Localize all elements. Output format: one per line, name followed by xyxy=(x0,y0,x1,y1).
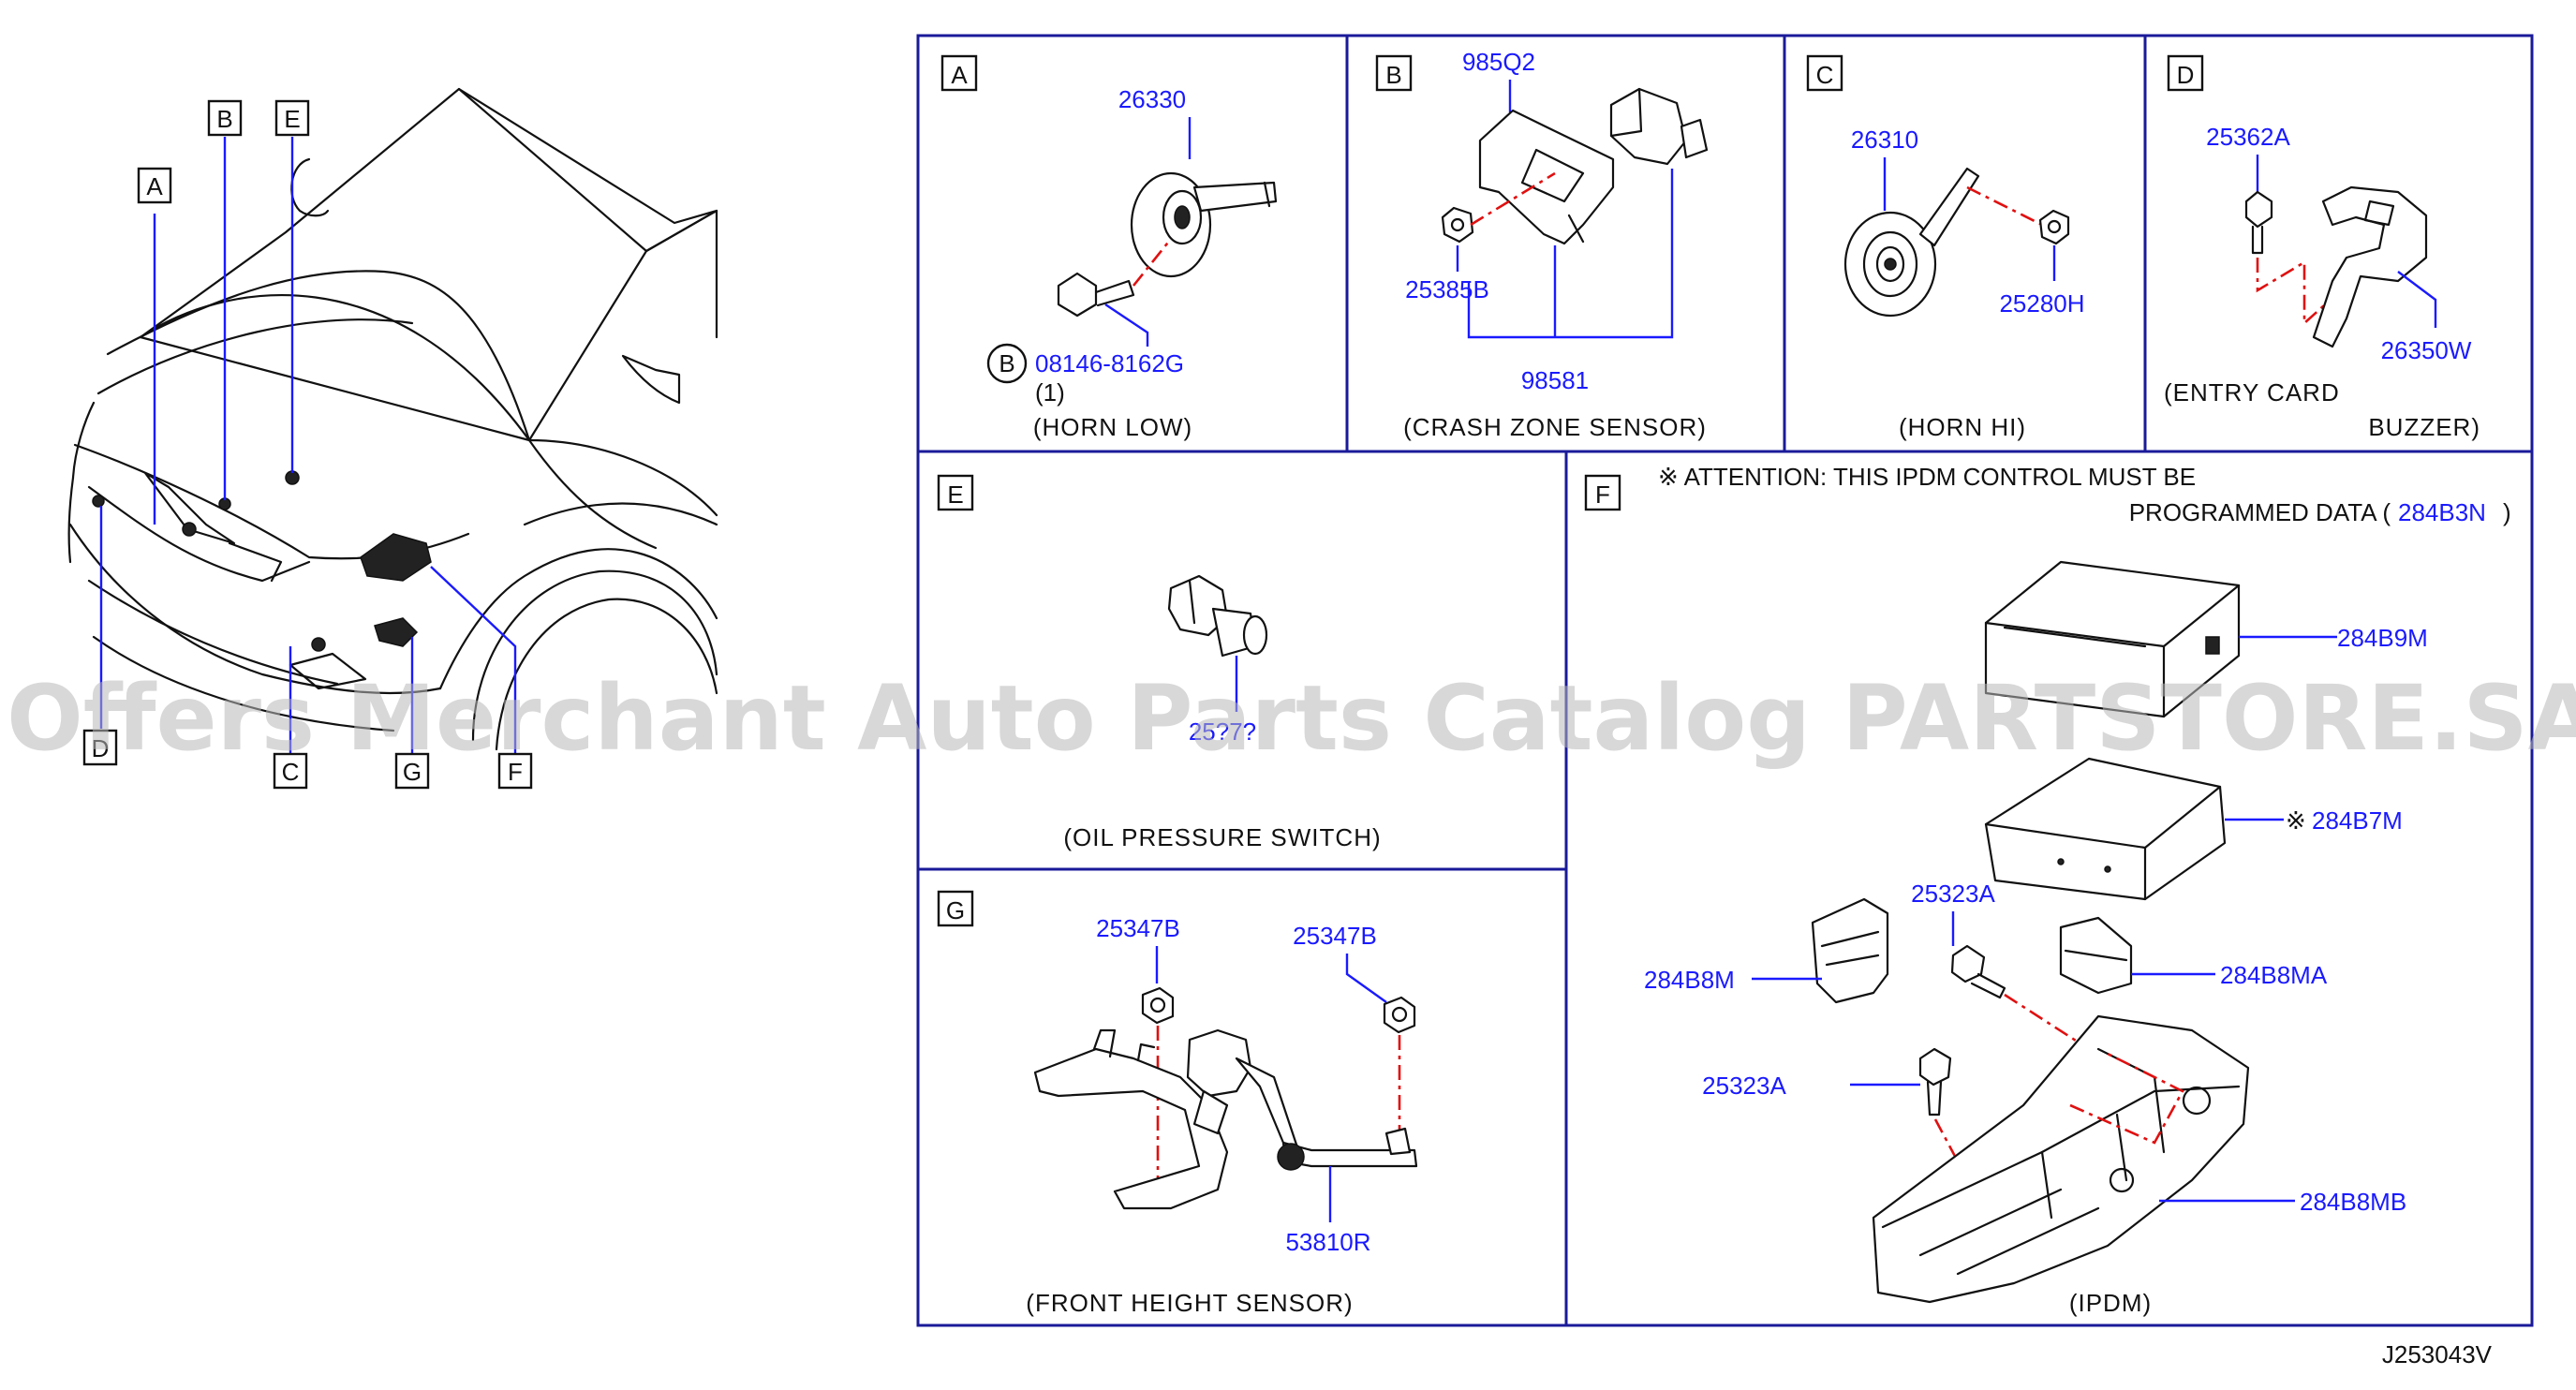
attention-line-1: ※ ATTENTION: THIS IPDM CONTROL MUST BE xyxy=(1658,463,2196,491)
attention-close: ) xyxy=(2503,498,2511,526)
part-25347B-right[interactable]: 25347B xyxy=(1293,922,1377,950)
caption-horn-hi: (HORN HI) xyxy=(1899,413,2026,441)
part-25362A[interactable]: 25362A xyxy=(2206,123,2290,151)
caption-oil-pressure-switch: (OIL PRESSURE SWITCH) xyxy=(1063,823,1381,851)
part-08146-8162G[interactable]: 08146-8162G xyxy=(1035,349,1184,377)
part-985Q2[interactable]: 985Q2 xyxy=(1462,48,1535,76)
bolt-quantity: (1) xyxy=(1035,378,1065,407)
diagram-code: J253043V xyxy=(2382,1340,2493,1368)
panel-g-label: G xyxy=(946,896,965,924)
panel-b-label: B xyxy=(1385,61,1401,89)
part-98581[interactable]: 98581 xyxy=(1521,366,1589,394)
callout-b[interactable]: B xyxy=(216,105,232,133)
part-26350W[interactable]: 26350W xyxy=(2381,336,2472,364)
panel-horn-low: A 26330 B 08146-8162G (1) (HORN LOW) xyxy=(940,54,1278,441)
panel-f-label: F xyxy=(1595,481,1610,509)
panel-horn-hi: C 26310 25280H (HORN HI) xyxy=(1806,54,2085,441)
part-284B7M[interactable]: 284B7M xyxy=(2312,806,2403,835)
part-25323A-lower[interactable]: 25323A xyxy=(1702,1072,1786,1100)
part-25280H[interactable]: 25280H xyxy=(1999,289,2084,318)
caption-front-height-sensor: (FRONT HEIGHT SENSOR) xyxy=(1026,1289,1353,1317)
part-25347B-left[interactable]: 25347B xyxy=(1096,914,1180,942)
watermark: Offers Merchant Auto Parts Catalog PARTS… xyxy=(7,666,2576,771)
panel-a-label: A xyxy=(951,61,968,89)
panel-c-label: C xyxy=(1816,61,1834,89)
panel-e-label: E xyxy=(947,481,963,509)
panel-entry-card-buzzer: D 25362A 26350W (ENTRY CARD BUZZER) xyxy=(2164,54,2480,441)
callout-c[interactable]: C xyxy=(282,758,300,786)
part-oil-pressure-switch[interactable]: 25?7? xyxy=(1189,717,1256,746)
caption-crash-zone-sensor: (CRASH ZONE SENSOR) xyxy=(1403,413,1707,441)
part-26330[interactable]: 26330 xyxy=(1118,85,1186,113)
part-284B8M[interactable]: 284B8M xyxy=(1644,966,1735,994)
caption-horn-low: (HORN LOW) xyxy=(1033,413,1192,441)
callout-d[interactable]: D xyxy=(92,734,110,762)
part-53810R[interactable]: 53810R xyxy=(1285,1228,1370,1256)
part-284B8MA[interactable]: 284B8MA xyxy=(2220,961,2328,989)
part-25385B[interactable]: 25385B xyxy=(1405,275,1489,303)
caption-entry-card: (ENTRY CARD xyxy=(2164,378,2340,407)
mid-unit-marker: ※ xyxy=(2286,806,2306,835)
bolt-marker-b: B xyxy=(999,349,1014,377)
part-284B8MB[interactable]: 284B8MB xyxy=(2300,1188,2406,1216)
panel-crash-zone-sensor: B 985Q2 25385B 98581 (CRASH ZONE SENSOR) xyxy=(1375,48,1709,441)
attention-line-2: PROGRAMMED DATA ( xyxy=(2129,498,2391,526)
panel-oil-pressure-switch: E 25?7? (OIL PRESSURE SWITCH) xyxy=(937,474,1381,851)
caption-buzzer: BUZZER) xyxy=(2368,413,2480,441)
part-284B9M[interactable]: 284B9M xyxy=(2337,624,2428,652)
caption-ipdm: (IPDM) xyxy=(2069,1289,2152,1317)
callout-a[interactable]: A xyxy=(146,172,163,200)
panel-frames xyxy=(916,34,2534,1327)
panel-d-label: D xyxy=(2177,61,2195,89)
part-284B3N[interactable]: 284B3N xyxy=(2398,498,2486,526)
callout-g[interactable]: G xyxy=(403,758,422,786)
callout-e[interactable]: E xyxy=(284,105,300,133)
panel-ipdm: F ※ ATTENTION: THIS IPDM CONTROL MUST BE… xyxy=(1584,463,2511,1317)
part-25323A-upper[interactable]: 25323A xyxy=(1911,880,1995,908)
callout-f[interactable]: F xyxy=(508,758,523,786)
part-26310[interactable]: 26310 xyxy=(1851,126,1918,154)
panel-front-height-sensor: G 25347B 25347B 53810R (FRONT HEIGHT SEN… xyxy=(937,890,1418,1317)
car-overview: A B E D C G F xyxy=(67,87,718,790)
